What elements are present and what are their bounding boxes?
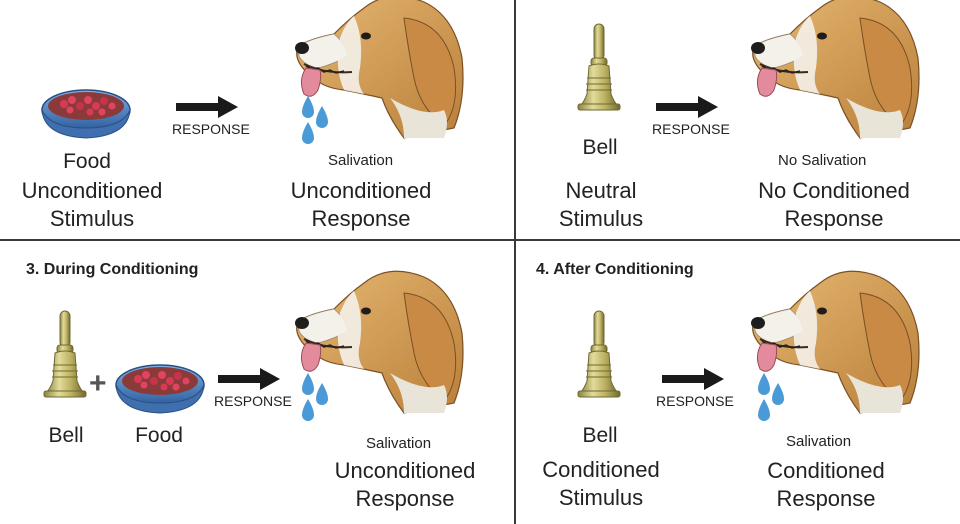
stimulus-line-1: Neutral xyxy=(526,177,676,205)
panel-before-conditioning-food: Food Unconditioned Stimulus RESPONSE Sal… xyxy=(0,0,514,239)
panel-heading: 4. After Conditioning xyxy=(536,261,694,279)
stimulus-title: Neutral Stimulus xyxy=(526,177,676,233)
stimulus-title: Conditioned Stimulus xyxy=(528,456,674,512)
arrow-right-icon xyxy=(662,370,726,392)
outcome-label: No Salivation xyxy=(778,152,866,169)
response-arrow-label: RESPONSE xyxy=(652,121,730,137)
response-arrow-label: RESPONSE xyxy=(172,121,250,137)
plus-sign: + xyxy=(89,367,107,401)
stimulus-line-2: Stimulus xyxy=(528,484,674,512)
saliva-drops-icon xyxy=(756,373,786,421)
response-arrow-label: RESPONSE xyxy=(214,393,292,409)
arrow-right-icon xyxy=(176,98,240,120)
bell-icon xyxy=(46,311,86,399)
stimulus-title: Unconditioned Stimulus xyxy=(6,177,178,233)
arrow-right-icon xyxy=(656,98,720,120)
stimulus-line-2: Stimulus xyxy=(526,205,676,233)
response-title: Conditioned Response xyxy=(746,457,906,513)
stimulus-line-1: Unconditioned xyxy=(6,177,178,205)
outcome-label: Salivation xyxy=(366,435,431,452)
stimulus-line-2: Stimulus xyxy=(6,205,178,233)
response-arrow-label: RESPONSE xyxy=(656,393,734,409)
response-line-2: Response xyxy=(276,205,446,233)
panel-during-conditioning: 3. During Conditioning + Bell Food RESPO… xyxy=(0,241,514,524)
bell-icon xyxy=(580,24,620,112)
bell-icon xyxy=(580,311,620,399)
response-line-1: Conditioned xyxy=(746,457,906,485)
saliva-drops-icon xyxy=(300,96,330,144)
food-label: Food xyxy=(42,150,132,174)
bell-label: Bell xyxy=(568,424,632,448)
saliva-drops-icon xyxy=(300,373,330,421)
response-title: No Conditioned Response xyxy=(734,177,934,233)
dog-head-icon xyxy=(750,0,920,140)
bell-label: Bell xyxy=(568,136,632,160)
panel-heading: 3. During Conditioning xyxy=(26,261,198,279)
response-line-2: Response xyxy=(734,205,934,233)
panel-after-conditioning: 4. After Conditioning Bell Conditioned S… xyxy=(516,241,960,524)
food-bowl-icon xyxy=(116,363,206,415)
outcome-label: Salivation xyxy=(786,433,851,450)
stimulus-line-1: Conditioned xyxy=(528,456,674,484)
response-line-1: Unconditioned xyxy=(276,177,446,205)
response-title: Unconditioned Response xyxy=(276,177,446,233)
response-line-1: No Conditioned xyxy=(734,177,934,205)
response-line-2: Response xyxy=(746,485,906,513)
food-label: Food xyxy=(116,424,202,448)
outcome-label: Salivation xyxy=(328,152,393,169)
response-line-2: Response xyxy=(320,485,490,513)
arrow-right-icon xyxy=(218,370,282,392)
food-bowl-icon xyxy=(42,88,132,140)
response-title: Unconditioned Response xyxy=(320,457,490,513)
panel-before-conditioning-bell: Bell Neutral Stimulus RESPONSE No Saliva… xyxy=(516,0,960,239)
bell-label: Bell xyxy=(34,424,98,448)
response-line-1: Unconditioned xyxy=(320,457,490,485)
